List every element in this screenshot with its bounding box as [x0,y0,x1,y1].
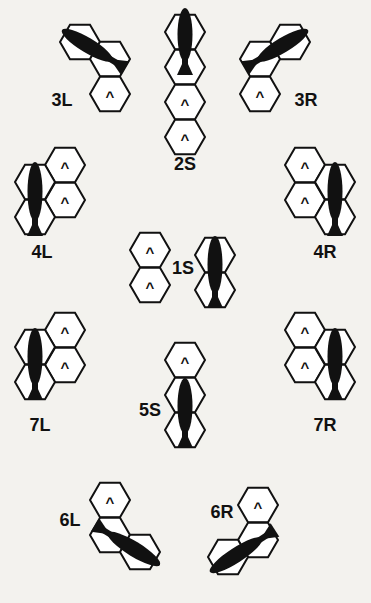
bomb-symbol [327,328,343,400]
bomb-symbol [27,328,43,400]
bomb-body [254,24,312,67]
hex-cell [238,488,278,523]
hex-mark: ^ [301,360,310,375]
hex-mark: ^ [146,280,155,295]
hex-mark: ^ [61,160,70,175]
hex-mark: ^ [61,325,70,340]
pattern-code: 7L [29,416,50,434]
bomb-symbol [241,23,312,75]
hex-mark: ^ [181,97,190,112]
hex-mark: ^ [254,500,263,515]
hex-mark: ^ [181,355,190,370]
hex-cell [165,343,205,378]
pattern-code: 7R [313,416,336,434]
bomb-symbol [207,236,223,308]
hex-cell [90,483,130,518]
hex-mark: ^ [301,160,310,175]
bomb-body [328,328,343,386]
bomb-symbol [177,378,193,448]
bomb-symbol [58,23,129,75]
hex-mark: ^ [61,195,70,210]
hex-cell [130,233,170,268]
hex-mark: ^ [256,89,265,104]
bomb-body [178,8,193,62]
hex-mark: ^ [61,360,70,375]
bomb-body [178,378,193,434]
pattern-code: 4L [31,243,52,261]
bomb-symbol [206,523,280,578]
hex-mark: ^ [106,89,115,104]
pattern-code: 3L [51,91,72,109]
bomb-body [104,527,164,572]
hex-cell [165,120,205,155]
bomb-body [328,162,343,221]
bomb-body [208,236,223,294]
hex-mark: ^ [146,245,155,260]
hex-mark: ^ [106,495,115,510]
hex-cell [90,77,130,112]
pattern-code: 5S [139,401,161,419]
pattern-code: 3R [294,91,317,109]
bomb-symbol [177,8,193,75]
hex-mark: ^ [181,132,190,147]
bomb-symbol [91,518,164,572]
bomb-symbol [27,162,43,236]
pattern-code: 1S [172,259,194,277]
bomb-symbol [327,162,343,236]
pattern-code: 6L [59,511,80,529]
pattern-code: 4R [313,243,336,261]
hex-cell [240,77,280,112]
pattern-code: 6R [210,503,233,521]
bomb-body [58,24,116,67]
bomb-body [28,328,43,386]
hex-mark: ^ [301,195,310,210]
hex-mark: ^ [301,325,310,340]
bomb-body [206,532,266,578]
pattern-code: 2S [174,155,196,173]
hex-cell [130,268,170,303]
bomb-body [28,162,43,221]
hex-cell [165,85,205,120]
